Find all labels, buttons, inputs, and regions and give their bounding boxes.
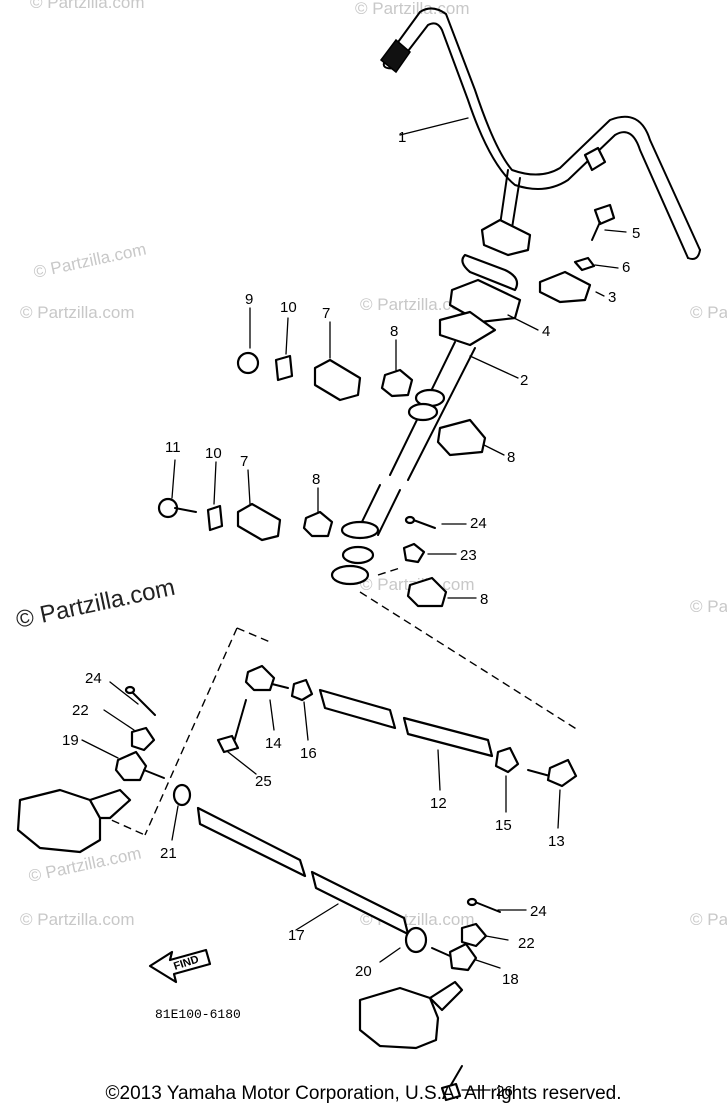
callout-16: 16	[300, 745, 317, 762]
callout-2: 2	[520, 372, 528, 389]
watermark-text: © Partzilla.com	[360, 295, 475, 314]
callout-10: 10	[280, 299, 297, 316]
callout-8: 8	[480, 591, 488, 608]
callout-9: 9	[245, 291, 253, 308]
callout-19: 19	[62, 732, 79, 749]
callout-15: 15	[495, 817, 512, 834]
callout-13: 13	[548, 833, 565, 850]
callout-7: 7	[322, 305, 330, 322]
watermark-text: © Partzilla.com	[32, 240, 148, 282]
callout-17: 17	[288, 927, 305, 944]
leader-line	[399, 117, 469, 136]
watermark-text: © Partzilla.com	[690, 303, 727, 322]
diagram-code: 81E100-6180	[155, 1007, 241, 1022]
part-pin-nut-bushing	[402, 515, 477, 608]
callout-5: 5	[632, 225, 640, 242]
callout-22: 22	[518, 935, 535, 952]
part-steering-column	[330, 310, 519, 586]
callout-8: 8	[312, 471, 320, 488]
watermark-text: © Partzilla.com	[690, 597, 727, 616]
callout-8: 8	[390, 323, 398, 340]
callout-12: 12	[430, 795, 447, 812]
copyright-notice: ©2013 Yamaha Motor Corporation, U.S.A. A…	[105, 1083, 622, 1104]
callout-6: 6	[622, 259, 630, 276]
callout-20: 20	[355, 963, 372, 980]
part-handlebar	[379, 7, 701, 292]
callout-24: 24	[85, 670, 102, 687]
callout-4: 4	[542, 323, 550, 340]
watermark-text: © Partzilla.com	[20, 910, 135, 929]
callout-26: 26	[496, 1083, 513, 1100]
watermark-text: © Partzilla.com	[14, 574, 178, 634]
find-arrow-icon: FIND	[148, 948, 212, 984]
part-tie-rod-upper	[216, 664, 578, 829]
part-tie-rod-lower	[196, 806, 527, 1102]
callout-25: 25	[255, 773, 272, 790]
callout-22: 22	[72, 702, 89, 719]
callout-8: 8	[507, 449, 515, 466]
callout-10: 10	[205, 445, 222, 462]
part-clamp-set-upper	[236, 307, 505, 457]
callout-14: 14	[265, 735, 282, 752]
part-knuckle-left	[16, 681, 192, 854]
callout-11: 11	[165, 439, 181, 456]
callout-numbers: 1 2 3 4 5 6 7 7 8 8 8 8 9 10 10 11 12 13…	[62, 129, 640, 1100]
watermark-text: © Partzilla.com	[20, 303, 135, 322]
callout-24: 24	[470, 515, 487, 532]
assembly-guides	[99, 567, 579, 836]
part-clamp-set-lower	[157, 459, 334, 542]
watermark-text: © Partzilla.com	[355, 0, 470, 18]
watermark-text: © Partzilla.com	[690, 910, 727, 929]
callout-21: 21	[160, 845, 177, 862]
callout-23: 23	[460, 547, 477, 564]
watermark-text: © Partzilla.com	[30, 0, 145, 12]
part-upper-holder	[448, 203, 627, 331]
callout-7: 7	[240, 453, 248, 470]
callout-3: 3	[608, 289, 616, 306]
callout-1: 1	[398, 129, 406, 146]
callout-18: 18	[502, 971, 519, 988]
callout-24: 24	[530, 903, 547, 920]
